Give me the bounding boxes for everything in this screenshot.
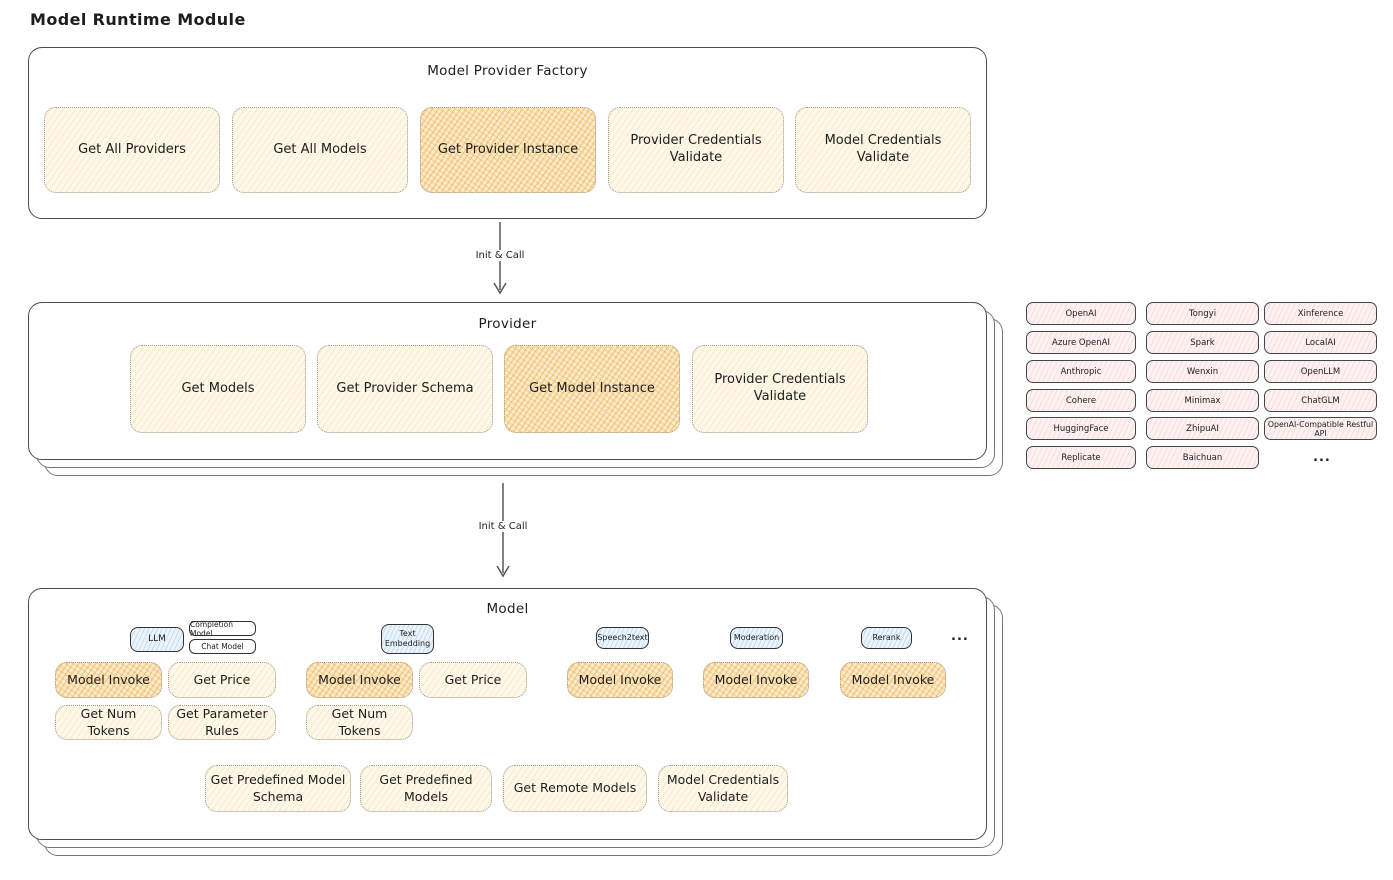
node-get-models: Get Models: [130, 345, 306, 433]
provider-title: Provider: [478, 316, 537, 332]
provider-chip-openai-compatible: OpenAI-Compatible Restful API: [1264, 417, 1377, 440]
model-provider-factory-title: Model Provider Factory: [427, 63, 588, 79]
arrow-label-init-call-2: Init & Call: [473, 521, 533, 532]
provider-chip-anthropic: Anthropic: [1026, 360, 1136, 383]
provider-chip-spark: Spark: [1146, 331, 1259, 354]
provider-chip-xinference: Xinference: [1264, 302, 1377, 325]
node-get-remote-models: Get Remote Models: [503, 765, 647, 812]
provider-chip-minimax: Minimax: [1146, 389, 1259, 412]
provider-chip-wenxin: Wenxin: [1146, 360, 1259, 383]
provider-chip-huggingface: HuggingFace: [1026, 417, 1136, 440]
node-model-credentials-validate: Model Credentials Validate: [795, 107, 971, 193]
provider-chip-cohere: Cohere: [1026, 389, 1136, 412]
node-get-provider-schema: Get Provider Schema: [317, 345, 493, 433]
node-embedding-get-price: Get Price: [419, 662, 527, 698]
provider-chip-tongyi: Tongyi: [1146, 302, 1259, 325]
node-embedding-get-num-tokens: Get Num Tokens: [306, 705, 413, 740]
provider-chip-azure-openai: Azure OpenAI: [1026, 331, 1136, 354]
node-get-predefined-model-schema: Get Predefined Model Schema: [205, 765, 351, 812]
type-chip-llm: LLM: [130, 627, 184, 652]
node-moderation-model-invoke: Model Invoke: [703, 662, 809, 698]
node-get-model-instance: Get Model Instance: [504, 345, 680, 433]
node-get-provider-instance: Get Provider Instance: [420, 107, 596, 193]
node-llm-get-price: Get Price: [168, 662, 276, 698]
node-rerank-model-invoke: Model Invoke: [840, 662, 946, 698]
type-chip-text-embedding: Text Embedding: [381, 624, 434, 654]
node-provider-credentials-validate-2: Provider Credentials Validate: [692, 345, 868, 433]
provider-chip-openllm: OpenLLM: [1264, 360, 1377, 383]
model-title: Model: [486, 601, 529, 617]
provider-chip-replicate: Replicate: [1026, 446, 1136, 469]
provider-chip-localai: LocalAI: [1264, 331, 1377, 354]
arrow-label-init-call-1: Init & Call: [470, 250, 530, 261]
node-provider-credentials-validate: Provider Credentials Validate: [608, 107, 784, 193]
node-model-credentials-validate-2: Model Credentials Validate: [658, 765, 788, 812]
node-get-predefined-models: Get Predefined Models: [360, 765, 492, 812]
type-chip-speech2text: Speech2text: [596, 627, 649, 649]
type-chip-completion-model: Completion Model: [189, 620, 256, 638]
node-llm-get-num-tokens: Get Num Tokens: [55, 705, 162, 740]
node-speech2text-model-invoke: Model Invoke: [567, 662, 673, 698]
arrow-down-provider-to-model: [496, 483, 510, 578]
provider-list-ellipsis: ...: [1313, 450, 1331, 465]
type-chip-chat-model: Chat Model: [189, 639, 256, 654]
node-llm-model-invoke: Model Invoke: [55, 662, 162, 698]
provider-chip-baichuan: Baichuan: [1146, 446, 1259, 469]
provider-chip-openai: OpenAI: [1026, 302, 1136, 325]
node-get-all-models: Get All Models: [232, 107, 408, 193]
type-chip-rerank: Rerank: [861, 627, 912, 649]
provider-chip-zhipuai: ZhipuAI: [1146, 417, 1259, 440]
node-get-all-providers: Get All Providers: [44, 107, 220, 193]
page-title: Model Runtime Module: [30, 10, 246, 29]
node-llm-get-parameter-rules: Get Parameter Rules: [168, 705, 276, 740]
provider-chip-chatglm: ChatGLM: [1264, 389, 1377, 412]
type-chips-ellipsis: ...: [951, 629, 969, 644]
type-chip-moderation: Moderation: [730, 627, 783, 649]
node-embedding-model-invoke: Model Invoke: [306, 662, 413, 698]
